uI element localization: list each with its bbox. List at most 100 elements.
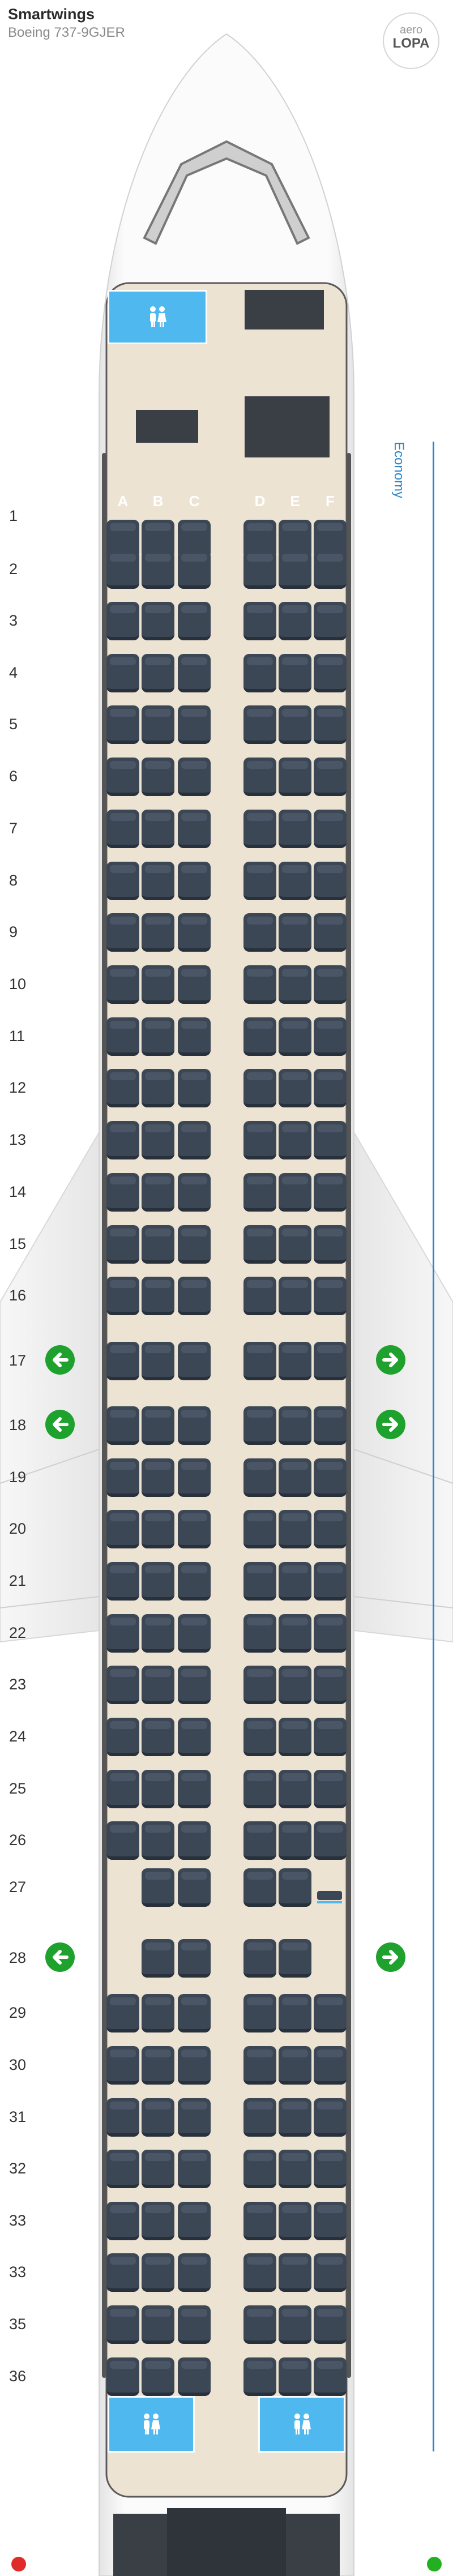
exit-left-row-28[interactable] — [45, 1942, 75, 1972]
seat-19b[interactable] — [142, 1458, 174, 1497]
seat-21d[interactable] — [243, 1562, 276, 1601]
exit-right-row-28[interactable] — [376, 1942, 405, 1972]
seat-2c[interactable] — [178, 550, 211, 589]
seat-3b[interactable] — [142, 602, 174, 640]
seat-30c[interactable] — [178, 2046, 211, 2085]
seat-24a[interactable] — [106, 1718, 139, 1756]
seat-29e[interactable] — [279, 1994, 311, 2032]
seat-12c[interactable] — [178, 1069, 211, 1107]
seat-19d[interactable] — [243, 1458, 276, 1497]
seat-7f[interactable] — [314, 810, 347, 848]
seat-36a[interactable] — [106, 2357, 139, 2396]
lavatory-aft-right[interactable] — [258, 2396, 345, 2453]
seat-16e[interactable] — [279, 1277, 311, 1315]
seat-20b[interactable] — [142, 1510, 174, 1548]
seat-24e[interactable] — [279, 1718, 311, 1756]
seat-33d[interactable] — [243, 2202, 276, 2240]
seat-17a[interactable] — [106, 1342, 139, 1380]
seat-12f[interactable] — [314, 1069, 347, 1107]
seat-18a[interactable] — [106, 1406, 139, 1445]
seat-27d[interactable] — [243, 1868, 276, 1907]
seat-25d[interactable] — [243, 1770, 276, 1808]
seat-7a[interactable] — [106, 810, 139, 848]
seat-5f[interactable] — [314, 705, 347, 744]
lavatory-front[interactable] — [108, 290, 207, 344]
seat-36d[interactable] — [243, 2357, 276, 2396]
seat-32e[interactable] — [279, 2150, 311, 2188]
seat-17c[interactable] — [178, 1342, 211, 1380]
seat-21a[interactable] — [106, 1562, 139, 1601]
seat-33b[interactable] — [142, 2253, 174, 2292]
seat-18c[interactable] — [178, 1406, 211, 1445]
seat-6c[interactable] — [178, 758, 211, 796]
seat-33d[interactable] — [243, 2253, 276, 2292]
seat-21f[interactable] — [314, 1562, 347, 1601]
seat-22c[interactable] — [178, 1614, 211, 1653]
seat-28d[interactable] — [243, 1939, 276, 1978]
seat-15f[interactable] — [314, 1225, 347, 1264]
seat-24f[interactable] — [314, 1718, 347, 1756]
exit-right-row-17[interactable] — [376, 1345, 405, 1375]
seat-29d[interactable] — [243, 1994, 276, 2032]
seat-15d[interactable] — [243, 1225, 276, 1264]
seat-7e[interactable] — [279, 810, 311, 848]
seat-27c[interactable] — [178, 1868, 211, 1907]
seat-6d[interactable] — [243, 758, 276, 796]
seat-10d[interactable] — [243, 965, 276, 1004]
seat-26b[interactable] — [142, 1821, 174, 1860]
seat-32d[interactable] — [243, 2150, 276, 2188]
seat-24b[interactable] — [142, 1718, 174, 1756]
seat-8d[interactable] — [243, 862, 276, 900]
seat-13d[interactable] — [243, 1121, 276, 1159]
exit-left-row-17[interactable] — [45, 1345, 75, 1375]
seat-25c[interactable] — [178, 1770, 211, 1808]
seat-10f[interactable] — [314, 965, 347, 1004]
seat-6f[interactable] — [314, 758, 347, 796]
seat-19a[interactable] — [106, 1458, 139, 1497]
seat-31e[interactable] — [279, 2098, 311, 2137]
seat-35a[interactable] — [106, 2305, 139, 2344]
seat-33f[interactable] — [314, 2202, 347, 2240]
seat-7b[interactable] — [142, 810, 174, 848]
seat-12d[interactable] — [243, 1069, 276, 1107]
seat-18b[interactable] — [142, 1406, 174, 1445]
seat-8c[interactable] — [178, 862, 211, 900]
seat-9e[interactable] — [279, 913, 311, 952]
seat-23a[interactable] — [106, 1666, 139, 1704]
seat-29f[interactable] — [314, 1994, 347, 2032]
seat-30f[interactable] — [314, 2046, 347, 2085]
seat-33e[interactable] — [279, 2202, 311, 2240]
seat-16a[interactable] — [106, 1277, 139, 1315]
seat-9f[interactable] — [314, 913, 347, 952]
seat-35b[interactable] — [142, 2305, 174, 2344]
seat-9a[interactable] — [106, 913, 139, 952]
seat-23d[interactable] — [243, 1666, 276, 1704]
seat-9b[interactable] — [142, 913, 174, 952]
seat-4d[interactable] — [243, 654, 276, 692]
seat-22f[interactable] — [314, 1614, 347, 1653]
seat-26a[interactable] — [106, 1821, 139, 1860]
seat-17e[interactable] — [279, 1342, 311, 1380]
seat-14c[interactable] — [178, 1173, 211, 1212]
seat-3a[interactable] — [106, 602, 139, 640]
seat-20f[interactable] — [314, 1510, 347, 1548]
seat-21c[interactable] — [178, 1562, 211, 1601]
seat-23f[interactable] — [314, 1666, 347, 1704]
exit-left-row-18[interactable] — [45, 1410, 75, 1439]
seat-5c[interactable] — [178, 705, 211, 744]
seat-24c[interactable] — [178, 1718, 211, 1756]
seat-4c[interactable] — [178, 654, 211, 692]
seat-13f[interactable] — [314, 1121, 347, 1159]
seat-36b[interactable] — [142, 2357, 174, 2396]
seat-32f[interactable] — [314, 2150, 347, 2188]
seat-30e[interactable] — [279, 2046, 311, 2085]
seat-10a[interactable] — [106, 965, 139, 1004]
seat-25b[interactable] — [142, 1770, 174, 1808]
seat-31d[interactable] — [243, 2098, 276, 2137]
seat-22a[interactable] — [106, 1614, 139, 1653]
seat-7d[interactable] — [243, 810, 276, 848]
seat-18d[interactable] — [243, 1406, 276, 1445]
seat-33e[interactable] — [279, 2253, 311, 2292]
seat-27b[interactable] — [142, 1868, 174, 1907]
seat-20e[interactable] — [279, 1510, 311, 1548]
